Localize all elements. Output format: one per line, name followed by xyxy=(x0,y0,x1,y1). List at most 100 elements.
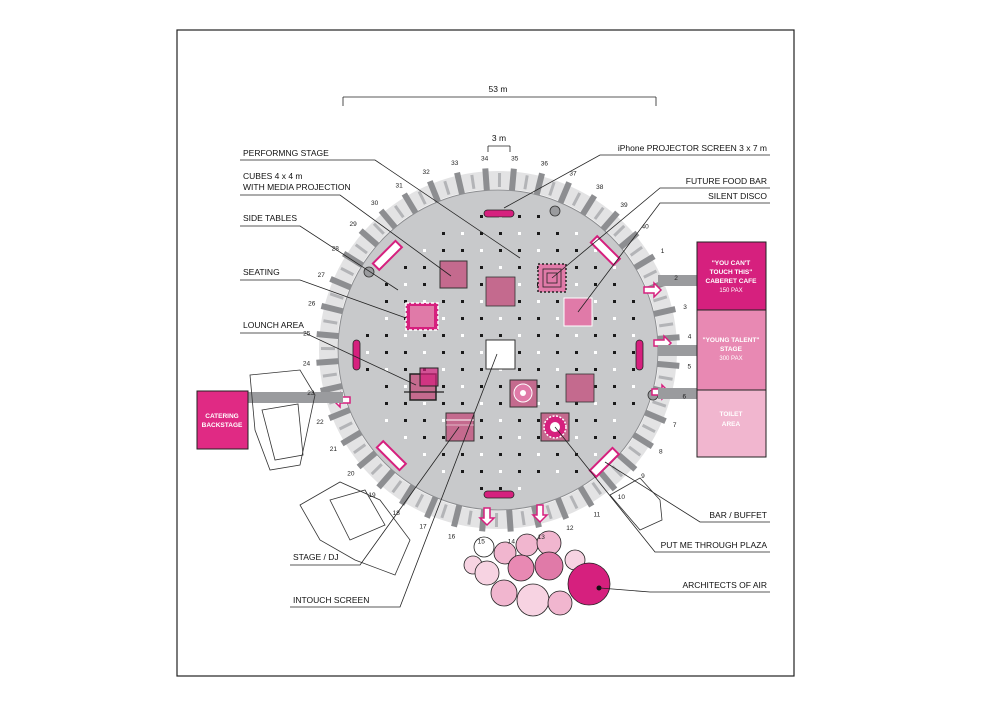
seat-dot xyxy=(385,351,388,354)
seat-dot xyxy=(632,334,635,337)
frame-rib xyxy=(340,428,365,447)
frame-brace xyxy=(329,292,344,300)
segment-number: 10 xyxy=(618,494,626,501)
seat-dot xyxy=(480,419,483,422)
frame-brace xyxy=(593,206,605,220)
seat-dot xyxy=(442,436,445,439)
seat-dot xyxy=(537,232,540,235)
segment-number: 40 xyxy=(641,224,649,231)
seat-dot xyxy=(613,266,616,269)
frame-rib xyxy=(329,276,354,292)
frame-brace xyxy=(653,295,668,303)
seat-dot xyxy=(480,232,483,235)
seat-dot xyxy=(423,402,426,405)
seat-dot xyxy=(385,368,388,371)
label-intouch-screen: INTOUCH SCREEN xyxy=(293,595,369,605)
seat-dot xyxy=(613,334,616,337)
seat-dot xyxy=(480,266,483,269)
segment-number: 30 xyxy=(371,200,379,207)
seat-dot xyxy=(556,249,559,252)
seat-dot xyxy=(537,402,540,405)
seat-dot xyxy=(480,249,483,252)
seat-dot xyxy=(499,419,502,422)
seat-dot xyxy=(499,385,502,388)
segment-number: 19 xyxy=(368,492,376,499)
projector-screen-top xyxy=(483,209,515,218)
dimension-53m: 53 m xyxy=(342,84,657,106)
seat-dot xyxy=(613,300,616,303)
seat-dot xyxy=(594,385,597,388)
seat-dot xyxy=(461,351,464,354)
segment-number: 7 xyxy=(673,422,677,429)
seat-dot xyxy=(613,419,616,422)
seat-dot xyxy=(442,351,445,354)
frame-rib xyxy=(617,230,640,251)
stage-dj-cube xyxy=(445,412,475,442)
seat-dot xyxy=(461,249,464,252)
frame-rib xyxy=(533,172,545,198)
seat-dot xyxy=(613,283,616,286)
seat-dot xyxy=(480,436,483,439)
seat-dot xyxy=(499,470,502,473)
frame-rib xyxy=(506,507,514,532)
frame-brace xyxy=(523,175,529,190)
seat-dot xyxy=(480,487,483,490)
young-pax: 300 PAX xyxy=(719,356,742,362)
seat-dot xyxy=(499,249,502,252)
seat-dot xyxy=(366,334,369,337)
seat-dot xyxy=(404,300,407,303)
seat-dot xyxy=(594,402,597,405)
seat-dot xyxy=(518,334,521,337)
seat-dot xyxy=(594,351,597,354)
seat-dot xyxy=(556,368,559,371)
frame-brace xyxy=(467,510,473,525)
frame-brace xyxy=(628,445,642,457)
frame-brace xyxy=(569,495,579,510)
frame-rib xyxy=(482,168,490,193)
seat-dot xyxy=(442,334,445,337)
cabaret-line2: TOUCH THIS" xyxy=(710,269,753,276)
segment-number: 26 xyxy=(308,301,316,308)
room-cabaret-cafe: "YOU CAN'T TOUCH THIS" CABERET CAFE 150 … xyxy=(696,241,767,311)
cabaret-pax: 150 PAX xyxy=(719,288,742,294)
seat-dot xyxy=(423,334,426,337)
seat-dot xyxy=(613,402,616,405)
seat-dot xyxy=(518,470,521,473)
segment-number: 24 xyxy=(303,360,311,367)
segment-number: 13 xyxy=(538,534,546,541)
architects-of-air xyxy=(463,530,611,617)
frame-brace xyxy=(340,266,355,277)
seat-dot xyxy=(575,419,578,422)
segment-number: 39 xyxy=(620,202,628,209)
seat-dot xyxy=(518,419,521,422)
frame-rib xyxy=(597,469,618,492)
frame-rib xyxy=(451,502,463,528)
segment-number: 14 xyxy=(508,539,516,546)
seat-dot xyxy=(461,334,464,337)
dimension-3m: 3 m xyxy=(487,133,511,152)
seat-dot xyxy=(613,385,616,388)
seat-dot xyxy=(518,317,521,320)
seat-dot xyxy=(404,419,407,422)
seating-dots xyxy=(366,215,635,490)
bar-buffet xyxy=(588,446,621,479)
seat-dot xyxy=(480,470,483,473)
seat-dot xyxy=(423,351,426,354)
seat-dot xyxy=(461,470,464,473)
seat-dot xyxy=(537,249,540,252)
dimension-3m-label: 3 m xyxy=(492,133,506,143)
seat-dot xyxy=(594,266,597,269)
seat-dot xyxy=(404,334,407,337)
projector-screen-right xyxy=(635,339,644,371)
frame-rib xyxy=(655,360,680,369)
segment-number: 18 xyxy=(393,510,401,517)
seat-dot xyxy=(480,317,483,320)
seat-dot xyxy=(613,436,616,439)
seat-dot xyxy=(404,368,407,371)
frame-rib xyxy=(376,467,397,490)
corridors xyxy=(248,275,698,403)
label-bar-buffet: BAR / BUFFET xyxy=(709,510,767,520)
seat-dot xyxy=(461,402,464,405)
frame-brace xyxy=(393,205,405,219)
segment-number: 31 xyxy=(395,182,403,189)
